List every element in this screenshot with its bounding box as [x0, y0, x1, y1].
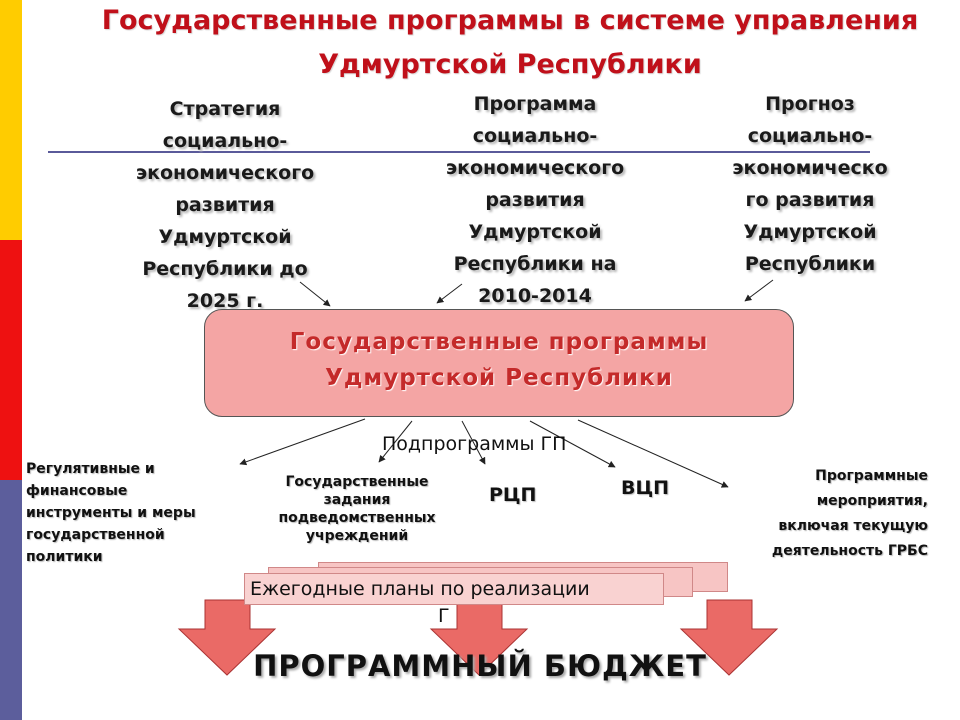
output-state-tasks-line: учреждений: [305, 528, 409, 544]
page-title-line-2: Удмуртской Республики: [318, 49, 702, 80]
source-forecast-line: Удмуртской: [743, 221, 877, 243]
output-program-activities-line: включая текущую: [778, 518, 928, 534]
arrow-strategy-to-box: [299, 281, 331, 307]
source-program-line: Республики на: [453, 253, 617, 275]
arrow-program-to-box: [436, 283, 463, 304]
source-strategy-line: Стратегия: [169, 98, 281, 120]
source-strategy-line: Республики до: [142, 258, 308, 280]
accent-bar-blue: [0, 480, 22, 720]
arrow-box-to-rcp: [461, 420, 486, 465]
source-program-line: Удмуртской: [468, 221, 602, 243]
annual-plans-card-front: [244, 573, 664, 605]
annual-plans-overflow-letter: Г: [438, 605, 450, 627]
output-state-tasks-line: задания: [323, 492, 391, 508]
arrow-forecast-to-box: [744, 279, 774, 302]
subprograms-label: Подпрограммы ГП: [382, 433, 567, 455]
source-strategy: Стратегия социально- экономического разв…: [100, 93, 350, 317]
source-strategy-line: 2025 г.: [186, 290, 264, 312]
source-strategy-line: экономического: [135, 162, 315, 184]
program-budget-label: ПРОГРАММНЫЙ БЮДЖЕТ: [253, 649, 707, 683]
accent-bar-yellow: [0, 0, 22, 240]
source-program-line: Программа: [473, 93, 597, 115]
output-regulatory-line: государственной: [26, 527, 165, 543]
source-program-line: 2010-2014: [478, 285, 592, 307]
accent-bar-red: [0, 240, 22, 480]
source-strategy-line: развития: [175, 194, 275, 216]
source-forecast: Прогноз социально- экономическо го разви…: [690, 88, 930, 280]
output-program-activities: Программные мероприятия, включая текущую…: [700, 468, 928, 560]
page-title: Государственные программы в системе упра…: [60, 4, 960, 82]
output-regulatory: Регулятивные и финансовые инструменты и …: [26, 461, 266, 566]
source-program-line: социально-: [472, 125, 598, 147]
source-program-line: развития: [485, 189, 585, 211]
output-regulatory-line: финансовые: [26, 483, 128, 499]
state-programs-box-line-1: Государственные программы: [289, 329, 709, 355]
output-rcp: РЦП: [489, 484, 537, 506]
output-regulatory-line: политики: [26, 549, 103, 565]
output-regulatory-line: инструменты и меры: [26, 505, 196, 521]
source-strategy-line: социально-: [162, 130, 288, 152]
page-title-line-1: Государственные программы в системе упра…: [101, 5, 919, 36]
budget-arrow-right: [679, 599, 779, 676]
output-vcp: ВЦП: [621, 477, 670, 499]
arrow-box-to-left: [239, 418, 366, 466]
state-programs-box: Государственные программы Удмуртской Рес…: [204, 309, 794, 417]
source-forecast-line: Республики: [744, 253, 876, 275]
source-strategy-line: Удмуртской: [158, 226, 292, 248]
output-program-activities-line: деятельность ГРБС: [771, 543, 928, 559]
output-program-activities-line: Программные: [815, 468, 928, 484]
output-program-activities-line: мероприятия,: [816, 493, 928, 509]
arrow-box-to-tasks: [378, 420, 413, 463]
output-state-tasks-line: Государственные: [285, 474, 429, 490]
source-forecast-line: Прогноз: [765, 93, 855, 115]
source-forecast-line: экономическо: [732, 157, 888, 179]
output-state-tasks: Государственные задания подведомственных…: [262, 474, 452, 545]
annual-plans-label: Ежегодные планы по реализации: [250, 578, 590, 600]
state-programs-box-line-2: Удмуртской Республики: [325, 365, 673, 391]
source-forecast-line: го развития: [745, 189, 875, 211]
output-state-tasks-line: подведомственных: [278, 510, 436, 526]
source-program: Программа социально- экономического разв…: [410, 88, 660, 312]
source-program-line: экономического: [445, 157, 625, 179]
arrow-box-to-vcp: [529, 420, 616, 468]
output-regulatory-line: Регулятивные и: [26, 461, 155, 477]
source-forecast-line: социально-: [747, 125, 873, 147]
arrow-box-to-right: [577, 419, 729, 488]
title-divider: [48, 151, 870, 153]
